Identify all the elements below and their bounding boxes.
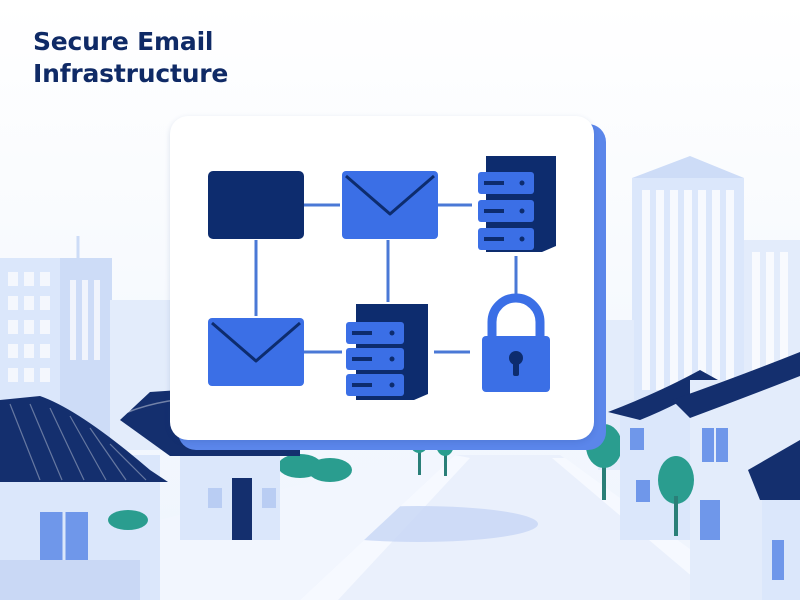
hanok-houses-left — [0, 388, 300, 600]
title-line-2: Infrastructure — [33, 59, 229, 88]
hanok-houses-right — [608, 352, 800, 600]
square-block-icon — [208, 171, 304, 239]
server-stack-icon — [346, 304, 428, 400]
email-infrastructure-diagram — [208, 156, 556, 400]
server-stack-icon — [478, 156, 556, 252]
building-left-tall — [0, 236, 112, 458]
envelope-icon — [342, 171, 438, 239]
page-title: Secure Email Infrastructure — [33, 26, 228, 90]
padlock-icon — [482, 293, 550, 392]
envelope-icon — [208, 318, 304, 386]
title-line-1: Secure Email — [33, 27, 214, 56]
